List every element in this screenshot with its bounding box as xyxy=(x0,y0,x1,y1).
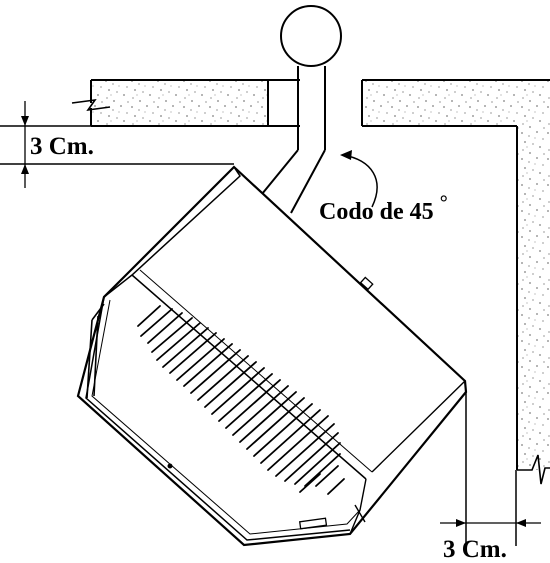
vent-slot xyxy=(140,308,173,337)
top-dim-arrow-down xyxy=(21,116,29,126)
vent-slot xyxy=(162,327,209,368)
vent-slot xyxy=(299,473,321,493)
top-clearance-label: 3 Cm. xyxy=(30,133,94,160)
side-clearance-dimension xyxy=(440,392,541,546)
flue-elbow-45 xyxy=(261,149,326,214)
elbow-label: Codo de 45 ° xyxy=(319,192,448,225)
stove-knob xyxy=(167,463,173,469)
vent-slot xyxy=(232,385,289,436)
stove-foot-top xyxy=(359,276,374,291)
vent-slot xyxy=(267,415,329,471)
stove-back-panel xyxy=(103,166,241,298)
stove-front-trim xyxy=(91,299,361,535)
vent-slot xyxy=(294,442,341,485)
vent-slot xyxy=(304,453,341,487)
stove-vent-slots xyxy=(137,305,345,495)
vent-slot xyxy=(239,391,297,443)
vent-slot xyxy=(284,432,339,482)
stove-front-face xyxy=(85,296,351,541)
vent-slot xyxy=(218,373,273,422)
flue-cap xyxy=(280,5,342,67)
vent-slot xyxy=(190,349,241,394)
flue-pipe xyxy=(261,5,342,214)
elbow-label-text: Codo de 45 xyxy=(319,199,434,225)
vent-slot xyxy=(275,423,335,477)
wall-fill xyxy=(91,80,550,470)
wall xyxy=(71,79,550,485)
stove-side-edge xyxy=(349,380,466,535)
stove-outer-body xyxy=(76,165,468,547)
vent-slot xyxy=(151,317,193,353)
vent-slot xyxy=(260,409,321,464)
break-mark-right xyxy=(517,454,550,485)
vent-slot xyxy=(176,338,225,381)
vent-slot xyxy=(169,332,217,374)
vent-slot xyxy=(315,465,339,487)
side-dim-arrow-left xyxy=(516,519,526,527)
vent-slot xyxy=(253,403,313,457)
top-dim-arrow-up xyxy=(21,164,29,174)
break-mark-left xyxy=(71,98,111,112)
stove xyxy=(76,165,468,547)
elbow-degree-symbol: ° xyxy=(440,192,448,214)
vent-slot xyxy=(327,478,345,495)
vent-slot xyxy=(211,367,265,415)
vent-slot xyxy=(197,355,249,401)
vent-slot xyxy=(225,379,281,429)
vent-slot xyxy=(156,322,201,361)
top-clearance-dimension xyxy=(0,101,234,188)
elbow-arrowhead xyxy=(340,150,352,160)
vent-slot xyxy=(147,312,183,344)
flue-vertical-section xyxy=(297,66,326,150)
vent-slot xyxy=(204,361,257,408)
side-clearance-label: 3 Cm. xyxy=(443,536,507,563)
stove-foot-bottom xyxy=(298,517,328,530)
ceiling-outline xyxy=(90,79,550,470)
side-dim-arrow-right xyxy=(456,519,466,527)
stove-leg xyxy=(354,504,366,523)
vent-slot xyxy=(137,305,161,327)
vent-slot xyxy=(183,343,233,387)
vent-slot xyxy=(246,397,305,450)
ceiling-opening-fill xyxy=(269,81,361,125)
stove-door-handle xyxy=(86,303,105,399)
